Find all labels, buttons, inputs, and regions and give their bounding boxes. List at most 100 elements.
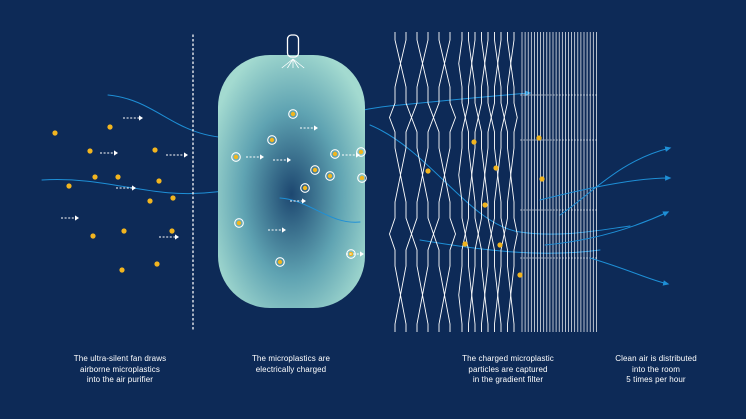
filter-mesh-strand	[400, 140, 407, 210]
arrow-head	[132, 185, 136, 191]
chamber-body	[218, 55, 365, 308]
arrow-head	[75, 215, 79, 221]
filter-mesh-strand	[405, 95, 412, 140]
gradient-filter	[389, 32, 597, 332]
particle-dot	[233, 154, 239, 160]
charged-particle-icon	[234, 218, 244, 228]
filter-mesh-strand	[481, 140, 486, 210]
filter-mesh-strand	[471, 140, 476, 210]
filter-mesh-row	[394, 258, 451, 332]
arrow-head	[282, 227, 286, 233]
particle-dot	[170, 195, 176, 201]
filter-mesh-strand	[474, 210, 479, 258]
fan-spray-line	[281, 58, 294, 69]
particle-dot	[332, 151, 338, 157]
charge-ring	[267, 135, 277, 145]
charging-chamber	[218, 34, 365, 308]
filter-mesh-strand	[494, 32, 499, 95]
arrow-head	[302, 198, 306, 204]
arrow-head	[184, 152, 188, 158]
filter-mesh-strand	[449, 210, 456, 258]
filter-mesh-row	[461, 210, 518, 258]
airflow-line	[279, 197, 361, 223]
fan-spray-line	[292, 58, 299, 69]
arrow-head	[356, 152, 360, 158]
filter-mesh-strand	[416, 258, 423, 332]
arrow-head	[260, 154, 264, 160]
airflow-line	[559, 146, 672, 216]
charged-particle-icon	[300, 183, 310, 193]
charged-particle-icon	[330, 149, 340, 159]
arrow-head	[360, 251, 364, 257]
charge-ring	[357, 173, 367, 183]
charge-ring	[330, 149, 340, 159]
arrow-right-icon	[61, 215, 79, 221]
filter-mesh-strand	[507, 32, 512, 95]
arrow-right-icon	[342, 152, 360, 158]
filter-mesh-strand	[416, 140, 423, 210]
filter-mesh-strand	[458, 32, 463, 95]
filter-mesh-strand	[458, 258, 463, 332]
filter-mesh-strand	[394, 140, 401, 210]
particle-dot	[482, 202, 488, 208]
filter-mesh-strand	[411, 95, 418, 140]
filter-mesh-strand	[464, 210, 469, 258]
particle-dot	[359, 175, 365, 181]
charged-particle-icon	[356, 147, 366, 157]
filter-mesh-strand	[507, 258, 512, 332]
filter-mesh-strand	[500, 95, 505, 140]
particles	[52, 109, 545, 278]
particle-dot	[147, 198, 153, 204]
filter-mesh-strand	[464, 95, 469, 140]
arrow-right-icon	[116, 185, 136, 191]
filter-mesh-strand	[510, 258, 515, 332]
filter-mesh-strand	[416, 32, 423, 95]
filter-mesh-strand	[487, 210, 492, 258]
arrow-head	[175, 234, 179, 240]
particle-dot	[52, 130, 58, 136]
filter-mesh-strand	[422, 140, 429, 210]
caption-clean-air: Clean air is distributed into the room 5…	[615, 354, 697, 384]
filter-mesh-row	[461, 95, 518, 140]
filter-mesh-strand	[513, 95, 518, 140]
particle-dot	[277, 259, 283, 265]
filter-mesh-strand	[468, 140, 473, 210]
filter-mesh-strand	[394, 258, 401, 332]
filter-mesh-row	[394, 32, 451, 95]
particle-dot	[90, 233, 96, 239]
particle-dot	[471, 139, 477, 145]
filter-mesh-row	[389, 210, 456, 258]
filter-mesh-strand	[461, 210, 466, 258]
filter-mesh-strand	[427, 210, 434, 258]
charge-ring	[231, 152, 241, 162]
arrow-right-icon	[166, 152, 188, 158]
particle-dot	[119, 267, 125, 273]
particle-dot	[107, 124, 113, 130]
particle-dot	[462, 241, 468, 247]
caption-intake: The ultra-silent fan draws airborne micr…	[73, 354, 167, 384]
filter-mesh-strand	[494, 140, 499, 210]
airflow-lines-front	[279, 146, 672, 286]
filter-mesh-strand	[484, 32, 489, 95]
filter-mesh-strand	[422, 32, 429, 95]
particle-dot	[539, 176, 545, 182]
filter-mesh-strand	[477, 210, 482, 258]
particle-dot	[87, 148, 93, 154]
airflow-line	[544, 211, 670, 246]
charge-ring	[288, 109, 298, 119]
arrow-right-icon	[100, 150, 118, 156]
charge-ring	[234, 218, 244, 228]
charged-particle-icon	[310, 165, 320, 175]
particle-dot	[493, 165, 499, 171]
filter-mesh-strand	[510, 140, 515, 210]
filter-mesh-strand	[400, 32, 407, 95]
particle-dot	[517, 272, 523, 278]
charge-ring	[310, 165, 320, 175]
filter-mesh-strand	[494, 258, 499, 332]
charged-particle-icon	[288, 109, 298, 119]
fan-spray-line	[292, 58, 305, 69]
filter-mesh-strand	[438, 258, 445, 332]
filter-mesh-row	[389, 95, 456, 140]
filter-mesh-row	[458, 258, 515, 332]
